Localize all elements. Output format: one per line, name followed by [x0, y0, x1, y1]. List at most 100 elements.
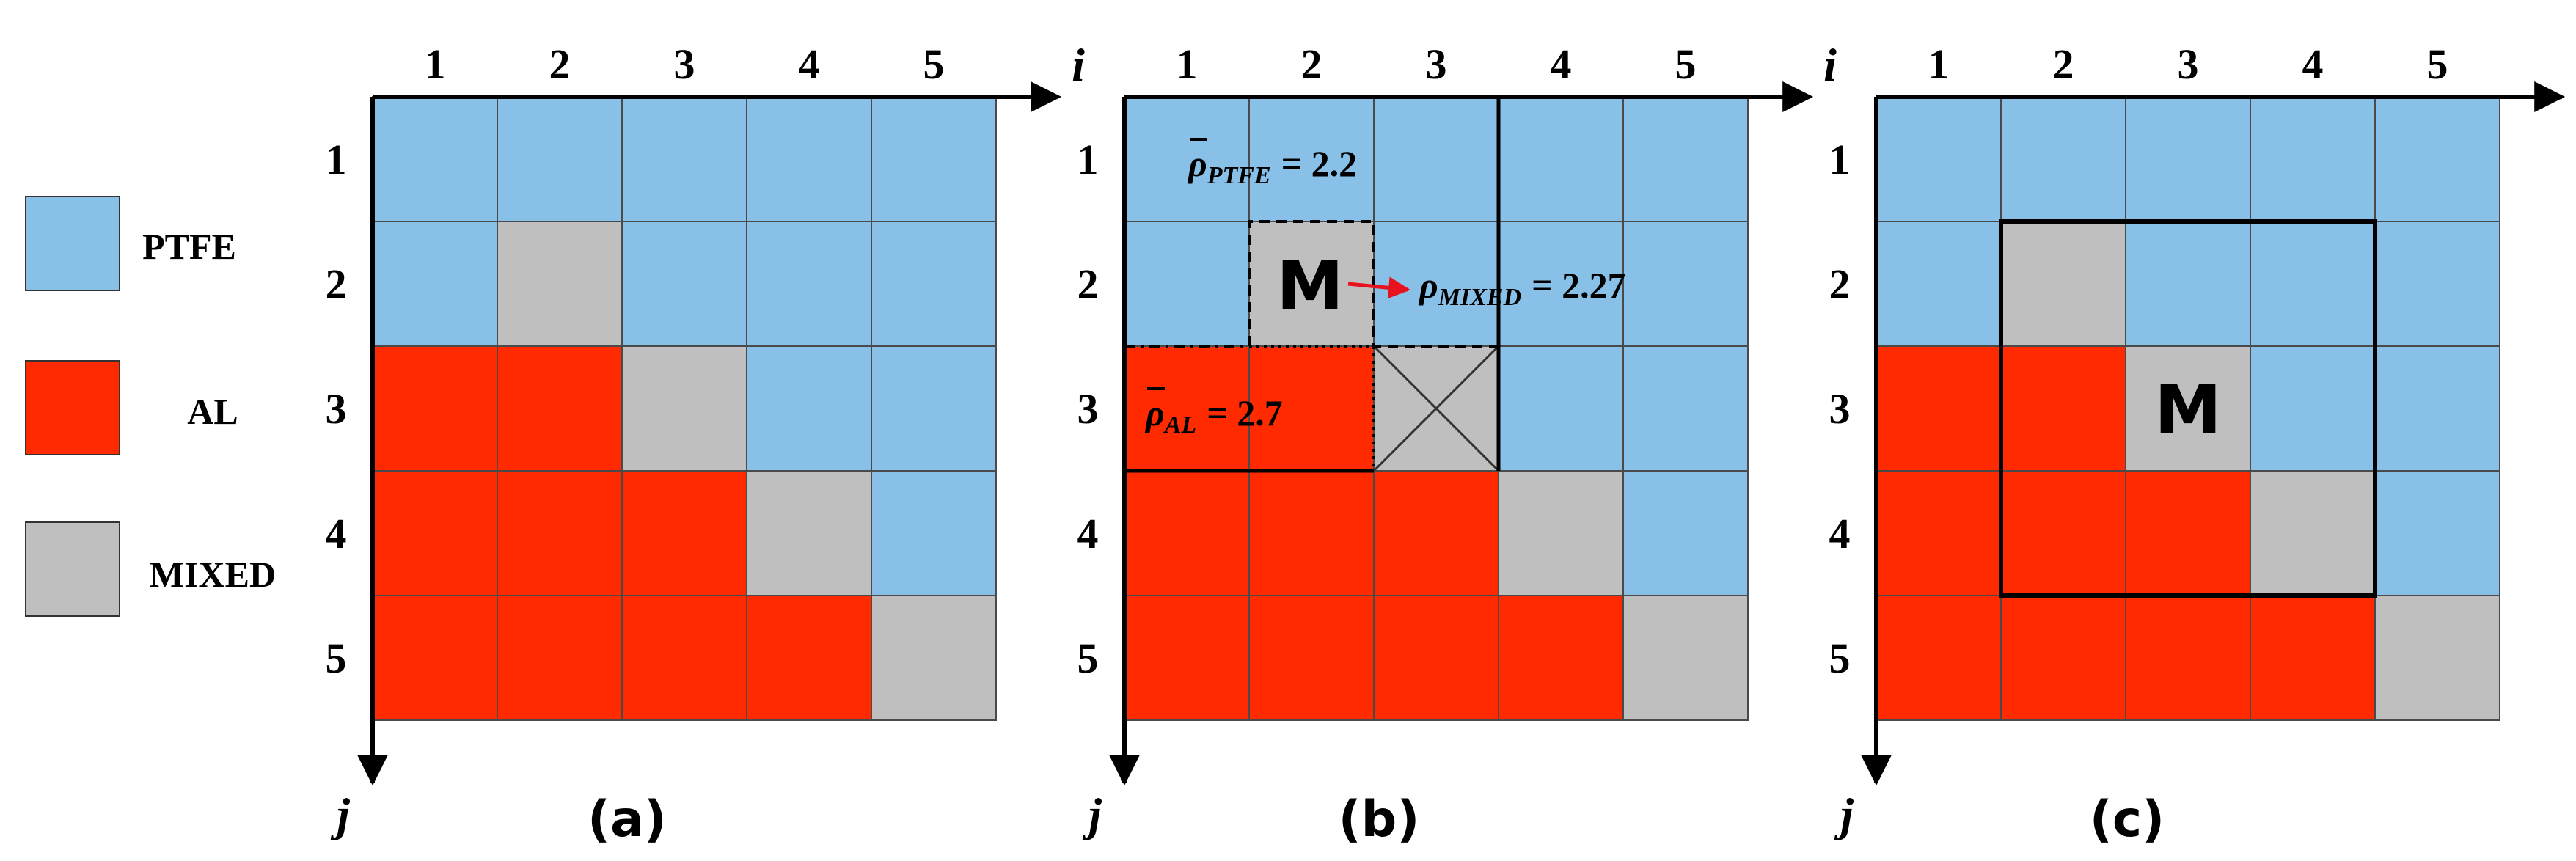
cell-ptfe — [1876, 96, 2002, 222]
panel-b-rho-mixed-sub: MIXED — [1438, 284, 1521, 311]
col-label: 4 — [2302, 40, 2324, 88]
panel-b-rho-ptfe: ρPTFE= 2.2 — [1187, 143, 1357, 189]
col-label: 1 — [1177, 40, 1198, 88]
cell-al — [1373, 470, 1499, 596]
row-label: 4 — [1077, 510, 1099, 557]
panel-c-cells — [1876, 96, 2500, 721]
cell-al — [1248, 345, 1375, 472]
cell-al — [2000, 470, 2126, 596]
legend-label-al: AL — [187, 391, 238, 432]
cell-ptfe — [871, 345, 997, 472]
legend: PTFE AL MIXED — [25, 196, 276, 617]
cell-mixed — [2000, 221, 2126, 347]
panel-c-marker-m: M — [2154, 370, 2222, 449]
row-label: 5 — [326, 634, 347, 682]
legend-swatch-mixed — [25, 521, 120, 617]
col-label: 3 — [674, 40, 695, 88]
cell-al — [1498, 595, 1624, 721]
col-label: 5 — [923, 40, 945, 88]
cell-mixed — [621, 345, 747, 472]
cell-ptfe — [2374, 345, 2500, 472]
cell-al — [2125, 470, 2251, 596]
row-label: 5 — [1077, 634, 1099, 682]
panel-c-stencil-box — [1999, 219, 2377, 598]
cell-al — [746, 595, 872, 721]
i-axis-label: i — [1072, 39, 1085, 91]
row-label: 1 — [1077, 136, 1099, 183]
cell-ptfe — [871, 96, 997, 222]
cell-ptfe — [2374, 470, 2500, 596]
cell-ptfe — [1876, 221, 2002, 347]
cell-al — [1876, 595, 2002, 721]
cell-ptfe — [2374, 221, 2500, 347]
cell-mixed — [1498, 470, 1624, 596]
row-label: 3 — [326, 385, 347, 433]
cell-al — [621, 470, 747, 596]
panel-b-marker-m: M — [1276, 247, 1344, 326]
panel-a-caption: (a) — [588, 791, 667, 849]
cell-ptfe — [1622, 96, 1749, 222]
panel-a-cells — [372, 96, 997, 721]
cell-al — [372, 470, 498, 596]
cell-ptfe — [497, 96, 623, 222]
cell-al — [1248, 595, 1375, 721]
cell-al — [497, 470, 623, 596]
i-axis-label: i — [1823, 39, 1837, 91]
cell-ptfe — [2000, 96, 2126, 222]
cell-ptfe — [1373, 96, 1499, 222]
j-axis-label: j — [1834, 788, 1854, 840]
cell-al — [1876, 345, 2002, 472]
col-label: 2 — [549, 40, 571, 88]
panel-b-rho-ptfe-value: = 2.2 — [1281, 143, 1358, 184]
cell-ptfe — [2125, 221, 2251, 347]
cell-mixed — [2250, 470, 2376, 596]
panel-c-caption: (c) — [2090, 791, 2165, 849]
legend-label-mixed: MIXED — [150, 554, 276, 595]
cell-mixed — [2374, 595, 2500, 721]
panel-b-caption: (b) — [1339, 791, 1420, 849]
cell-ptfe — [2250, 221, 2376, 347]
panel-b-rho-mixed-symbol: ρ — [1418, 265, 1438, 306]
cell-al — [2125, 595, 2251, 721]
cell-ptfe — [621, 221, 747, 347]
cell-ptfe — [746, 221, 872, 347]
cell-ptfe — [871, 470, 997, 596]
panel-b-rho-al-sub: AL — [1163, 411, 1196, 439]
panel-b-rho-al: ρAL= 2.7 — [1144, 392, 1283, 439]
panel-b-rho-ptfe-sub: PTFE — [1207, 162, 1271, 189]
cell-ptfe — [1622, 470, 1749, 596]
cell-ptfe — [1498, 345, 1624, 472]
cell-mixed — [497, 221, 623, 347]
col-label: 5 — [2427, 40, 2448, 88]
col-label: 3 — [1426, 40, 1447, 88]
cell-al — [2000, 345, 2126, 472]
row-label: 1 — [1829, 136, 1851, 183]
legend-item-mixed: MIXED — [25, 521, 276, 617]
row-label: 4 — [1829, 510, 1851, 557]
cell-ptfe — [372, 221, 498, 347]
cell-ptfe — [1622, 221, 1749, 347]
legend-swatch-ptfe — [25, 196, 120, 291]
col-label: 1 — [425, 40, 446, 88]
cell-al — [1248, 470, 1375, 596]
cell-ptfe — [1124, 221, 1250, 347]
panel-b-rho-al-value: = 2.7 — [1207, 392, 1283, 433]
cell-al — [2000, 595, 2126, 721]
cell-ptfe — [746, 345, 872, 472]
cell-mixed — [871, 595, 997, 721]
col-label: 2 — [1301, 40, 1322, 88]
cell-ptfe — [1498, 96, 1624, 222]
cell-mixed — [1622, 595, 1749, 721]
panel-b-red-arrow — [1347, 276, 1410, 299]
cell-al — [1373, 595, 1499, 721]
cell-ptfe — [871, 221, 997, 347]
col-label: 2 — [2053, 40, 2074, 88]
panel-b-rho-mixed: ρMIXED= 2.27 — [1418, 265, 1626, 311]
row-label: 2 — [1077, 260, 1099, 308]
cell-al — [621, 595, 747, 721]
cell-al — [372, 595, 498, 721]
